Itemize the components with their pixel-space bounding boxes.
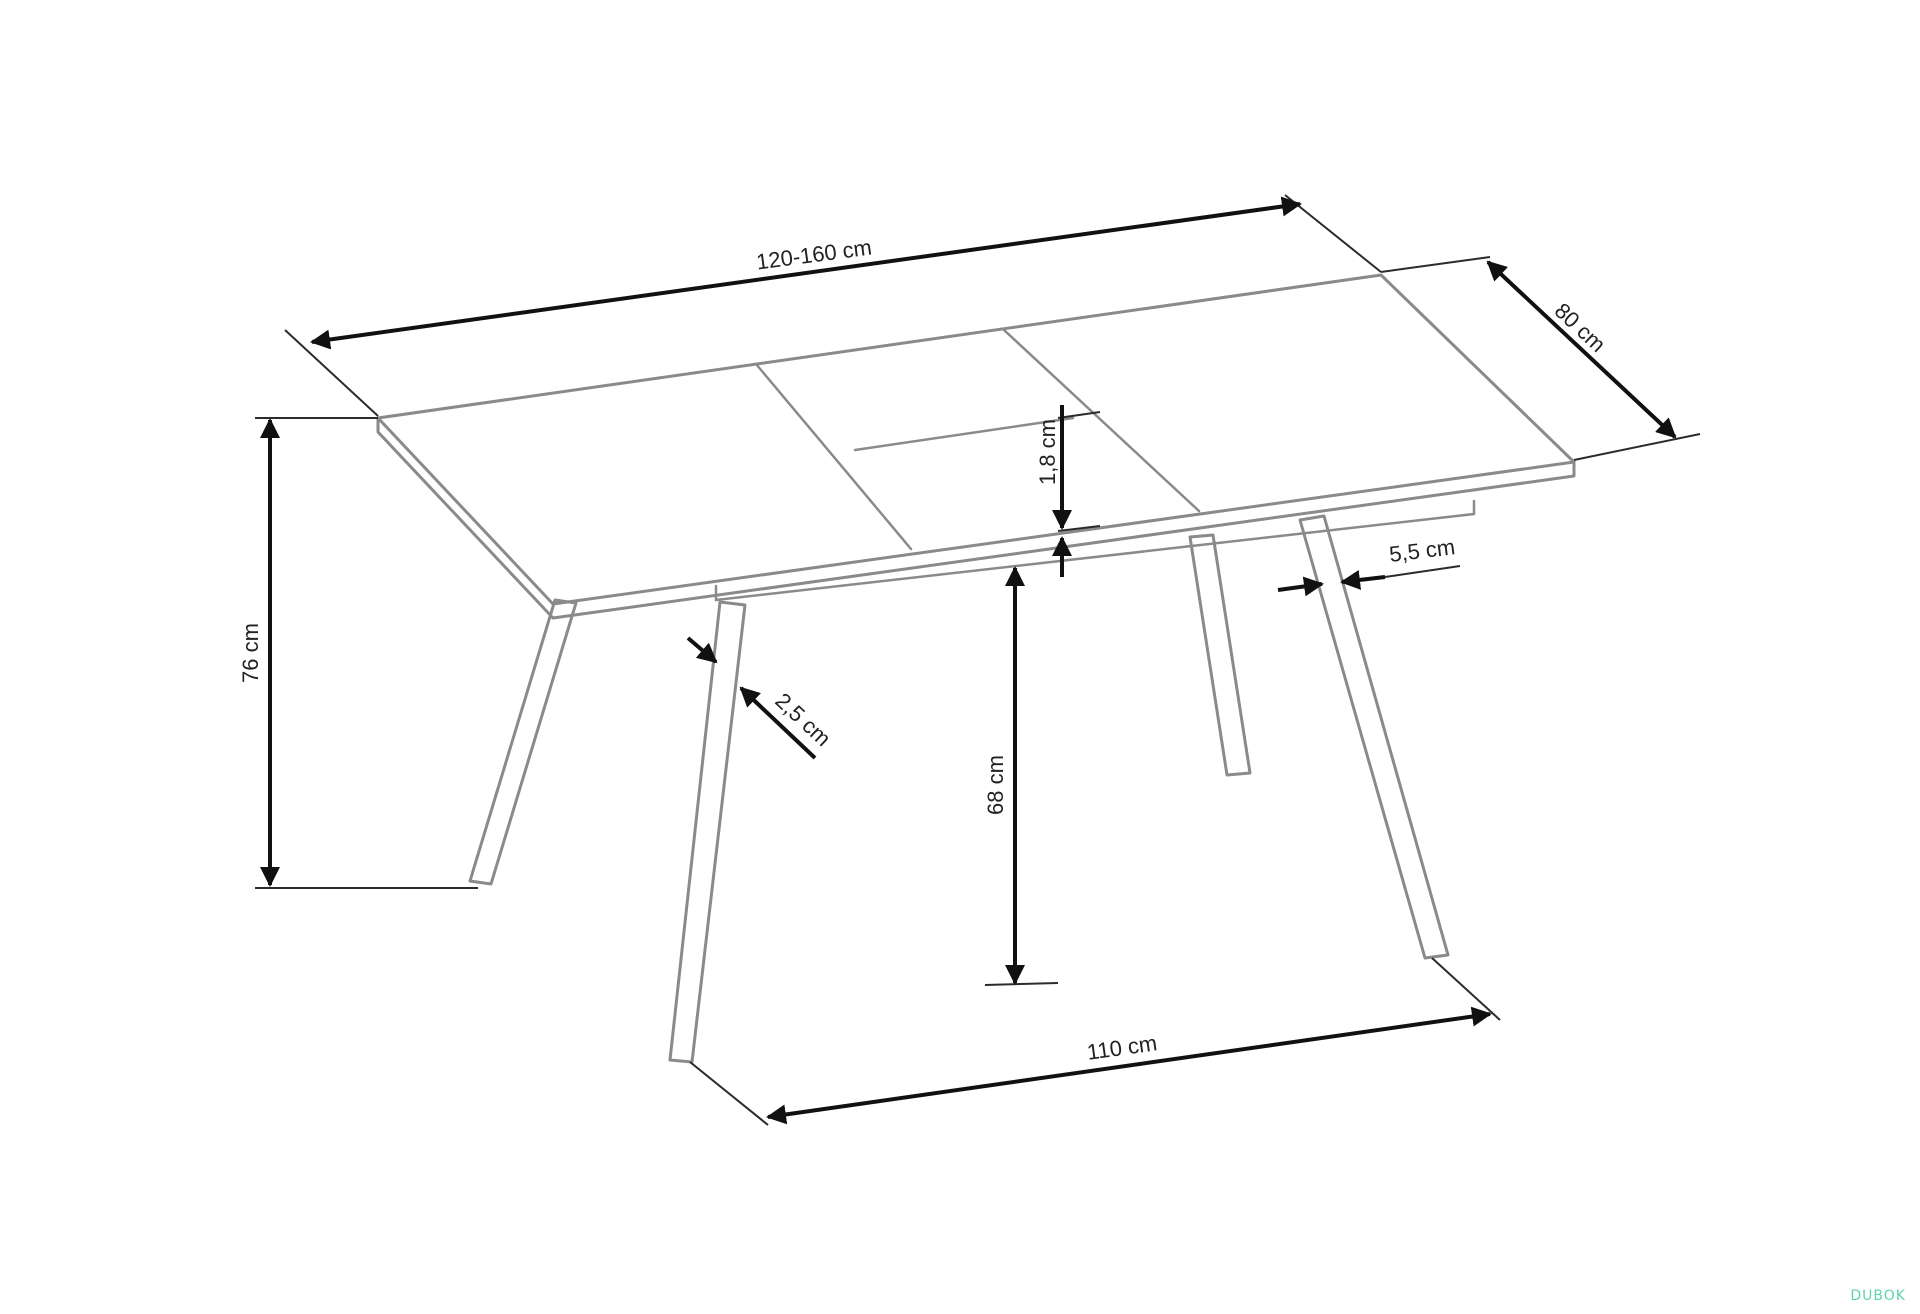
height-label: 76 cm — [238, 623, 263, 683]
table-drawing — [376, 273, 1576, 1064]
watermark-logo: DUBOK — [1850, 1288, 1906, 1304]
dim-clearance: 68 cm — [983, 566, 1059, 986]
length-label: 120-160 cm — [755, 235, 873, 275]
dim-top-thickness: 1,8 cm — [1035, 405, 1101, 577]
table-top-edge — [376, 416, 1576, 620]
dim-height: 76 cm — [238, 417, 478, 889]
leg-front-right — [1298, 514, 1450, 960]
clearance-label: 68 cm — [983, 755, 1008, 815]
dim-length: 120-160 cm — [284, 194, 1382, 417]
top-thickness-label: 1,8 cm — [1035, 419, 1060, 485]
leg-width-label: 5,5 cm — [1388, 534, 1457, 567]
leg-span-label: 110 cm — [1085, 1030, 1158, 1065]
apron — [714, 499, 1476, 602]
dim-leg-span: 110 cm — [689, 957, 1501, 1126]
leg-back-right — [1188, 533, 1252, 777]
leaf-seam-right — [1002, 328, 1201, 513]
leaf-seam-left — [754, 362, 913, 551]
leg-thickness-label: 2,5 cm — [770, 688, 835, 751]
leaf-seam-middle — [853, 416, 1075, 452]
leg-front-center — [668, 600, 747, 1064]
leg-front-left — [468, 598, 578, 886]
